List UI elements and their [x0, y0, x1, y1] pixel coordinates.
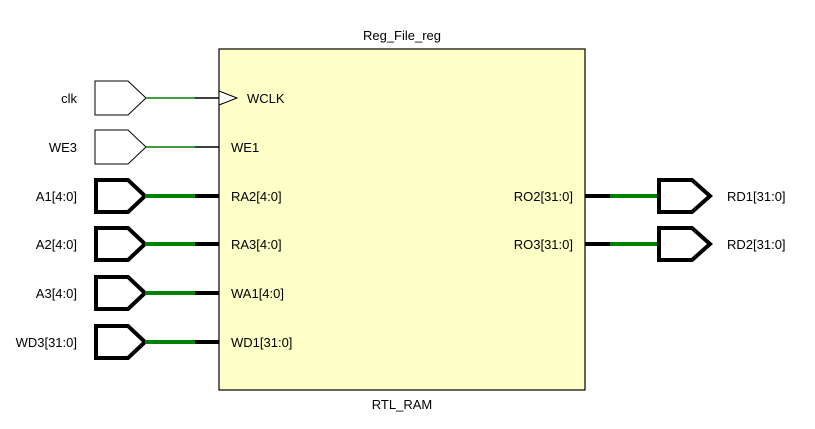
- input-port-a2[interactable]: A2[4:0]: [36, 226, 219, 262]
- input-port-a3[interactable]: A3[4:0]: [36, 275, 219, 311]
- port-label-wd1: WD1[31:0]: [231, 335, 292, 350]
- port-label-ra3: RA3[4:0]: [231, 237, 282, 252]
- output-port-rd1[interactable]: RD1[31:0]: [585, 178, 786, 214]
- input-port-clk[interactable]: clk: [61, 80, 219, 116]
- output-bus-port-icon: [657, 178, 714, 214]
- ram-block[interactable]: [218, 48, 586, 391]
- input-label: A3[4:0]: [36, 286, 77, 301]
- input-bus-port-icon: [94, 226, 148, 262]
- output-label: RD2[31:0]: [727, 237, 786, 252]
- port-label-ro2: RO2[31:0]: [514, 189, 573, 204]
- input-label: A1[4:0]: [36, 189, 77, 204]
- input-port-a1[interactable]: A1[4:0]: [36, 178, 219, 214]
- port-label-wclk: WCLK: [247, 91, 285, 106]
- input-bus-port-icon: [94, 324, 148, 360]
- input-port-we3[interactable]: WE3: [49, 129, 219, 165]
- input-port-icon: [94, 129, 147, 165]
- output-bus-port-icon: [657, 226, 714, 262]
- input-label: WD3[31:0]: [16, 335, 77, 350]
- port-label-we1: WE1: [231, 140, 259, 155]
- output-port-rd2[interactable]: RD2[31:0]: [585, 226, 786, 262]
- port-label-wa1: WA1[4:0]: [231, 286, 284, 301]
- input-port-wd3[interactable]: WD3[31:0]: [16, 324, 219, 360]
- input-label: WE3: [49, 140, 77, 155]
- block-cell-type: RTL_RAM: [372, 397, 432, 412]
- input-port-icon: [94, 80, 147, 116]
- input-label: clk: [61, 91, 77, 106]
- port-label-ra2: RA2[4:0]: [231, 189, 282, 204]
- port-label-ro3: RO3[31:0]: [514, 237, 573, 252]
- input-bus-port-icon: [94, 178, 148, 214]
- input-label: A2[4:0]: [36, 237, 77, 252]
- input-bus-port-icon: [94, 275, 148, 311]
- block-instance-name: Reg_File_reg: [363, 28, 441, 43]
- output-label: RD1[31:0]: [727, 189, 786, 204]
